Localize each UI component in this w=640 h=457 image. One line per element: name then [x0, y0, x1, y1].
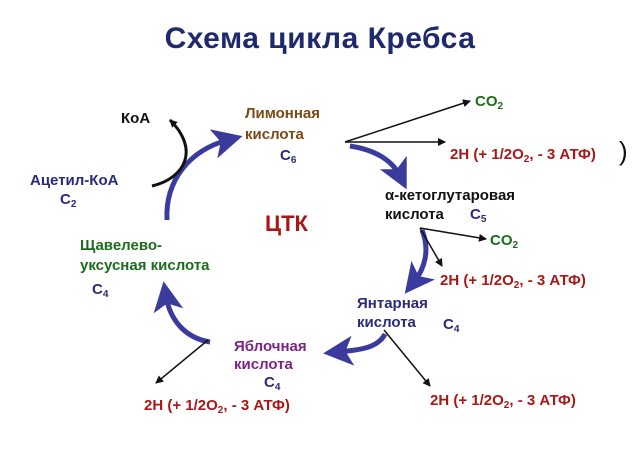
arrow-citrate-co2: [344, 99, 471, 143]
co2-label-1: CO2: [475, 93, 504, 112]
malic-carbon: C4: [264, 374, 281, 393]
oxaloacetic-line1: Щавелево-: [80, 237, 163, 254]
acetyl-coa-label: Ацетил-КоА: [30, 172, 119, 189]
citric-acid-line2: кислота: [245, 126, 304, 143]
koa-label: КоА: [121, 110, 151, 127]
succinic-carbon: C4: [443, 316, 460, 335]
citric-acid-line1: Лимонная: [245, 105, 321, 122]
akg-line2: кислота: [385, 206, 444, 223]
akg-carbon: C5: [470, 206, 487, 225]
closing-paren: ): [619, 136, 628, 166]
hydrogen-label-1: 2H (+ 1/2O2, - 3 АТФ): [450, 146, 596, 165]
arrow-akg-2h: [419, 227, 443, 267]
cycle-label: ЦТК: [265, 211, 308, 236]
malic-line1: Яблочная: [234, 338, 307, 355]
arrow-succinate-2h: [383, 329, 431, 387]
citric-carbon: C6: [280, 147, 297, 166]
malic-line2: кислота: [234, 356, 293, 373]
arrow-malate-2h: [155, 339, 209, 384]
arrow-akg-co2: [419, 227, 487, 242]
arrow-citrate-to-akg: [349, 143, 407, 190]
arrow-malate-to-oxaloacetate: [153, 281, 211, 345]
akg-line1: α-кетоглутаровая: [385, 187, 516, 204]
arrow-akg-to-succinate: [404, 229, 436, 294]
hydrogen-label-4: 2H (+ 1/2O2, - 3 АТФ): [430, 392, 576, 411]
arrow-acetylcoa-koa: [151, 118, 188, 188]
oxaloacetic-line2: уксусная кислота: [80, 257, 210, 274]
hydrogen-label-2: 2H (+ 1/2O2, - 3 АТФ): [440, 272, 586, 291]
co2-label-2: CO2: [490, 232, 519, 251]
diagram-title: Схема цикла Кребса: [164, 22, 476, 55]
acetyl-coa-carbon: C2: [60, 191, 77, 210]
hydrogen-label-3: 2H (+ 1/2O2, - 3 АТФ): [144, 397, 290, 416]
succinic-line2: кислота: [357, 314, 416, 331]
arrow-succinate-to-malate: [323, 332, 388, 366]
succinic-line1: Янтарная: [357, 295, 428, 312]
arrow-oxaloacetate-to-citrate: [164, 129, 243, 221]
oxaloacetic-carbon: C4: [92, 281, 109, 300]
